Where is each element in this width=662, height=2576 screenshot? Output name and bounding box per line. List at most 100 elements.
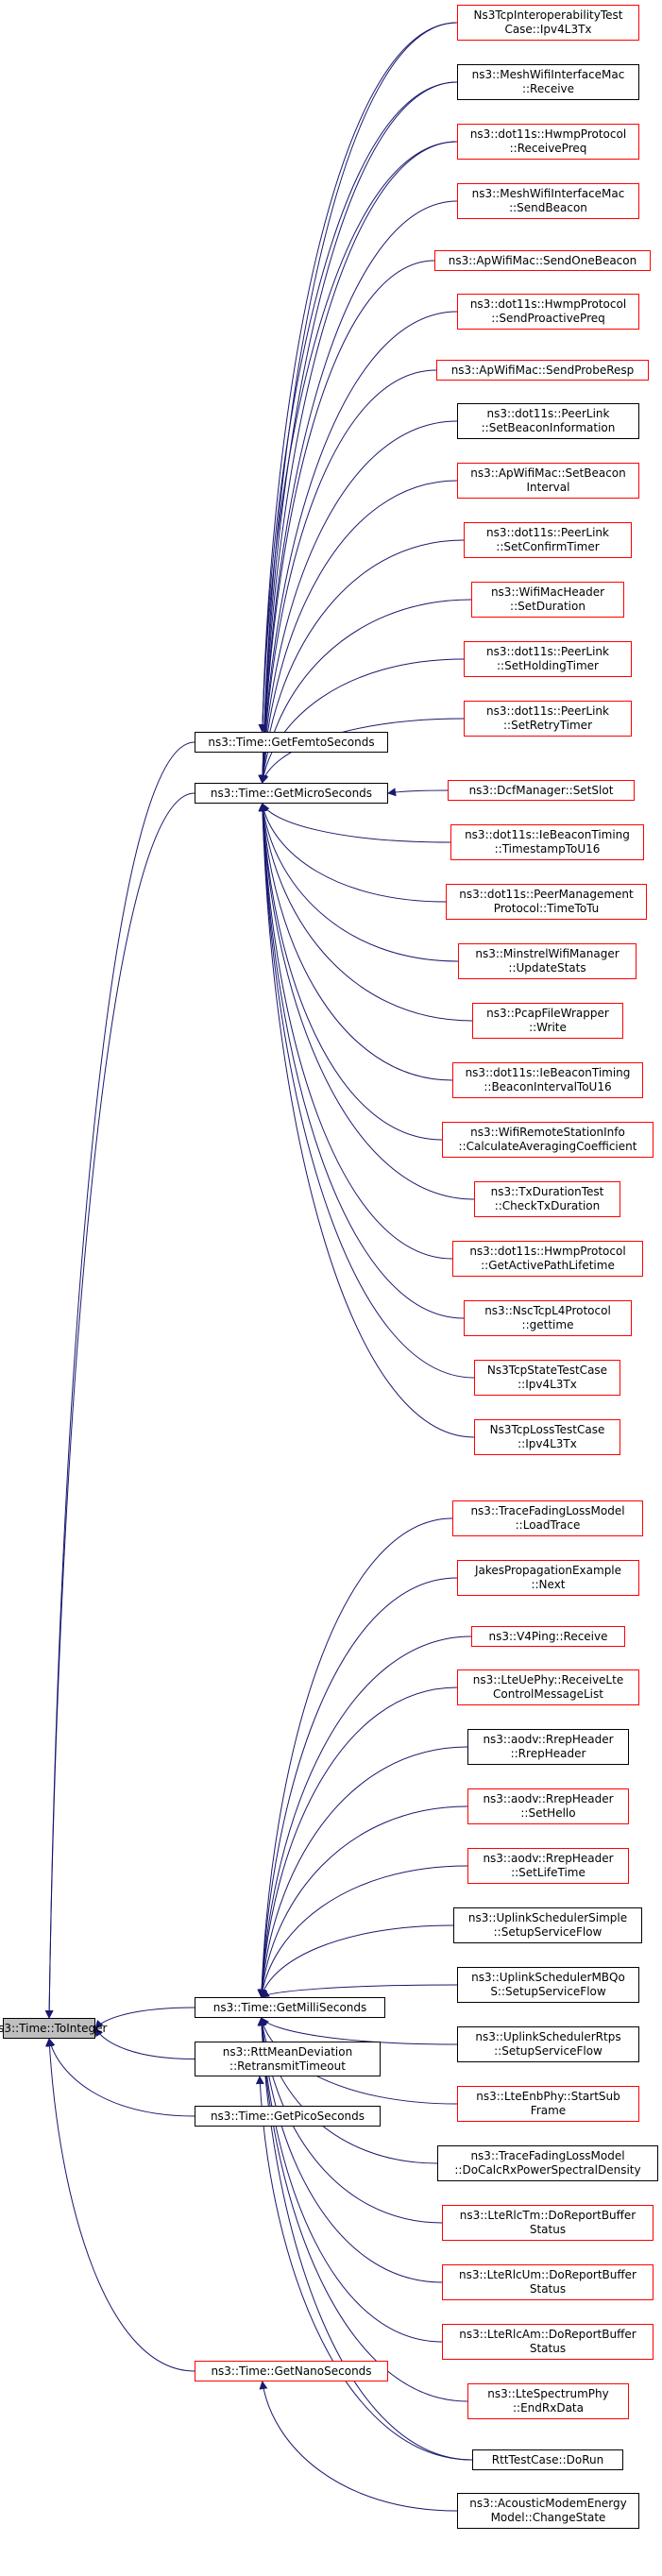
edge-pico-to-root	[46, 2038, 195, 2117]
edge-m16-to-micro	[259, 803, 447, 903]
node-m19[interactable]: ns3::dot11s::IeBeaconTiming ::BeaconInte…	[452, 1062, 643, 1098]
node-m1[interactable]: Ns3TcpInteroperabilityTest Case::Ipv4L3T…	[457, 5, 639, 41]
edge-l11-to-milli	[259, 2017, 458, 2105]
edge-m9-to-micro	[258, 480, 458, 784]
node-l10[interactable]: ns3::UplinkSchedulerRtps ::SetupServiceF…	[457, 2026, 639, 2062]
node-l18[interactable]: ns3::AcousticModemEnergy Model::ChangeSt…	[457, 2493, 639, 2529]
edge-l9-to-milli	[260, 1984, 458, 1998]
node-micro[interactable]: ns3::Time::GetMicroSeconds	[195, 783, 388, 804]
edge-m25-to-micro	[258, 803, 475, 1438]
node-m24[interactable]: Ns3TcpStateTestCase ::Ipv4L3Tx	[474, 1360, 620, 1396]
node-l14[interactable]: ns3::LteRlcUm::DoReportBuffer Status	[442, 2264, 654, 2300]
edge-m8-to-micro	[258, 420, 458, 784]
edge-m21-to-micro	[258, 803, 475, 1200]
edge-l4-to-milli	[257, 1686, 458, 1998]
edge-m1-to-femto	[258, 22, 458, 733]
node-m12[interactable]: ns3::dot11s::PeerLink ::SetHoldingTimer	[464, 641, 632, 677]
node-l7[interactable]: ns3::aodv::RrepHeader ::SetLifeTime	[467, 1848, 629, 1884]
node-m21[interactable]: ns3::TxDurationTest ::CheckTxDuration	[474, 1181, 620, 1217]
node-m22[interactable]: ns3::dot11s::HwmpProtocol ::GetActivePat…	[452, 1241, 643, 1277]
edge-m24-to-micro	[258, 803, 475, 1379]
edge-l8-to-milli	[259, 1924, 454, 1998]
node-m7[interactable]: ns3::ApWifiMac::SendProbeResp	[436, 360, 649, 381]
edge-m22-to-micro	[258, 803, 453, 1260]
node-m16[interactable]: ns3::dot11s::PeerManagement Protocol::Ti…	[446, 884, 647, 920]
edge-l17-to-milli	[257, 2017, 473, 2461]
node-l4[interactable]: ns3::LteUePhy::ReceiveLte ControlMessage…	[457, 1669, 639, 1705]
edge-m23-to-micro	[258, 803, 465, 1319]
edge-m6-to-micro	[258, 311, 458, 784]
node-l1[interactable]: ns3::TraceFadingLossModel ::LoadTrace	[452, 1500, 643, 1536]
node-m9[interactable]: ns3::ApWifiMac::SetBeacon Interval	[457, 463, 639, 499]
edge-nano-to-root	[44, 2038, 195, 2372]
edge-l10-to-milli	[261, 2017, 458, 2045]
node-m17[interactable]: ns3::MinstrelWifiManager ::UpdateStats	[458, 943, 637, 979]
node-l6[interactable]: ns3::aodv::RrepHeader ::SetHello	[467, 1788, 629, 1824]
edge-m7-to-micro	[258, 369, 437, 784]
edge-m17-to-micro	[259, 803, 459, 962]
node-m25[interactable]: Ns3TcpLossTestCase ::Ipv4L3Tx	[474, 1419, 620, 1455]
node-l3[interactable]: ns3::V4Ping::Receive	[471, 1626, 625, 1647]
edge-m2-to-femto	[258, 81, 458, 733]
node-femto[interactable]: ns3::Time::GetFemtoSeconds	[195, 732, 388, 753]
edge-milli-to-root	[94, 2007, 195, 2029]
edge-m2-to-micro	[258, 81, 458, 784]
edge-l6-to-milli	[258, 1805, 468, 1998]
edge-m3-to-micro	[258, 141, 458, 784]
edge-l17-to-rttmd	[255, 2076, 473, 2461]
node-l11[interactable]: ns3::LteEnbPhy::StartSub Frame	[457, 2086, 639, 2122]
node-l13[interactable]: ns3::LteRlcTm::DoReportBuffer Status	[442, 2205, 654, 2241]
node-m5[interactable]: ns3::ApWifiMac::SendOneBeacon	[434, 250, 651, 271]
edge-l7-to-milli	[258, 1865, 468, 1998]
edge-m12-to-micro	[259, 658, 465, 784]
node-m6[interactable]: ns3::dot11s::HwmpProtocol ::SendProactiv…	[457, 294, 639, 330]
node-m8[interactable]: ns3::dot11s::PeerLink ::SetBeaconInforma…	[457, 403, 639, 439]
node-m10[interactable]: ns3::dot11s::PeerLink ::SetConfirmTimer	[464, 522, 632, 558]
node-l2[interactable]: JakesPropagationExample ::Next	[457, 1560, 639, 1596]
node-m23[interactable]: ns3::NscTcpL4Protocol ::gettime	[464, 1300, 632, 1336]
node-l16[interactable]: ns3::LteSpectrumPhy ::EndRxData	[467, 2383, 629, 2419]
node-m18[interactable]: ns3::PcapFileWrapper ::Write	[472, 1003, 623, 1039]
edge-l16-to-milli	[257, 2017, 468, 2402]
node-m13[interactable]: ns3::dot11s::PeerLink ::SetRetryTimer	[464, 701, 632, 737]
edge-l3-to-milli	[257, 1635, 472, 1998]
edge-m15-to-micro	[262, 803, 451, 843]
edge-m1-to-micro	[258, 22, 458, 784]
node-l17[interactable]: RttTestCase::DoRun	[472, 2449, 623, 2470]
node-rttmd[interactable]: ns3::RttMeanDeviation ::RetransmitTimeou…	[195, 2042, 381, 2076]
edge-femto-to-root	[44, 741, 195, 2019]
node-m4[interactable]: ns3::MeshWifiInterfaceMac ::SendBeacon	[457, 183, 639, 219]
node-pico[interactable]: ns3::Time::GetPicoSeconds	[195, 2106, 381, 2127]
edge-micro-to-root	[44, 792, 195, 2019]
node-m3[interactable]: ns3::dot11s::HwmpProtocol ::ReceivePreq	[457, 124, 639, 160]
node-nano[interactable]: ns3::Time::GetNanoSeconds	[195, 2361, 388, 2381]
edge-m11-to-micro	[259, 599, 472, 784]
edge-l15-to-milli	[257, 2017, 443, 2343]
node-l5[interactable]: ns3::aodv::RrepHeader ::RrepHeader	[467, 1729, 629, 1765]
edge-l5-to-milli	[257, 1746, 468, 1998]
node-l15[interactable]: ns3::LteRlcAm::DoReportBuffer Status	[442, 2324, 654, 2360]
edge-l1-to-milli	[257, 1517, 453, 1998]
edge-l2-to-milli	[257, 1577, 458, 1998]
node-m14[interactable]: ns3::DcfManager::SetSlot	[448, 780, 635, 801]
edge-m3-to-femto	[258, 141, 458, 733]
edge-m4-to-micro	[258, 200, 458, 784]
node-m15[interactable]: ns3::dot11s::IeBeaconTiming ::TimestampT…	[450, 824, 644, 860]
edge-m5-to-micro	[258, 260, 435, 784]
edge-m18-to-micro	[258, 803, 473, 1022]
edge-m19-to-micro	[258, 803, 453, 1081]
node-l9[interactable]: ns3::UplinkSchedulerMBQo S::SetupService…	[457, 1967, 639, 2003]
node-root[interactable]: ns3::Time::ToInteger	[0, 2018, 107, 2039]
node-m2[interactable]: ns3::MeshWifiInterfaceMac ::Receive	[457, 64, 639, 100]
edge-l18-to-nano	[259, 2381, 458, 2512]
edge-rttmd-to-root	[94, 2027, 195, 2059]
node-l12[interactable]: ns3::TraceFadingLossModel ::DoCalcRxPowe…	[437, 2145, 658, 2181]
node-m11[interactable]: ns3::WifiMacHeader ::SetDuration	[471, 582, 624, 618]
node-milli[interactable]: ns3::Time::GetMilliSeconds	[195, 1997, 385, 2018]
edge-m20-to-micro	[258, 803, 443, 1141]
node-l8[interactable]: ns3::UplinkSchedulerSimple ::SetupServic…	[453, 1907, 642, 1943]
edge-m14-to-micro	[387, 788, 449, 797]
node-m20[interactable]: ns3::WifiRemoteStationInfo ::CalculateAv…	[442, 1122, 654, 1158]
